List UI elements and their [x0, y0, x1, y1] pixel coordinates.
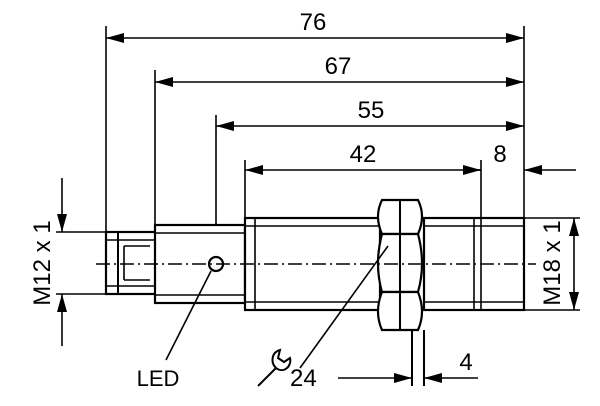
dimension-4: 4 [338, 349, 478, 383]
wrench-callout: 24 [257, 245, 389, 392]
m12-connector [104, 230, 158, 296]
dimension-42: 42 [245, 141, 481, 175]
dim-55-label: 55 [358, 97, 385, 124]
dimension-67: 67 [155, 53, 524, 87]
extension-lines [105, 26, 525, 255]
dimension-76: 76 [106, 9, 524, 43]
dim-42-label: 42 [350, 141, 377, 168]
dim-4-label: 4 [459, 349, 472, 376]
led-label: LED [137, 366, 180, 391]
dim-67-label: 67 [325, 53, 352, 80]
wrench-size-label: 24 [290, 365, 317, 392]
hex-nut [376, 198, 425, 386]
m18-thread-label: M18 x 1 [539, 220, 566, 305]
dimension-m12: M12 x 1 [29, 178, 106, 346]
dimension-55: 55 [216, 97, 524, 131]
dimension-8: 8 [475, 141, 576, 175]
wrench-icon [257, 348, 292, 387]
led-callout: LED [137, 270, 212, 391]
dim-76-label: 76 [300, 9, 327, 36]
m12-thread-label: M12 x 1 [29, 220, 56, 305]
dim-8-label: 8 [493, 141, 506, 168]
dimension-m18: M18 x 1 [524, 217, 580, 311]
